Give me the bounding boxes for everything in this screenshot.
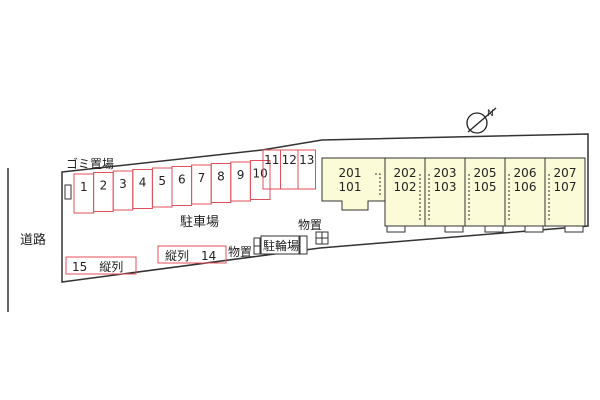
storage-label-1: 物置 bbox=[228, 245, 252, 259]
unit-202-102 bbox=[384, 157, 426, 227]
parking-space-13 bbox=[297, 149, 316, 190]
unit-207-107 bbox=[544, 157, 586, 227]
parking-space-10 bbox=[249, 160, 271, 200]
parking-space-13-label: 13 bbox=[299, 153, 314, 167]
parking-space-15-label: 15 縦列 bbox=[72, 260, 123, 274]
parking-space-2-label: 2 bbox=[100, 179, 108, 193]
unit-upper-label: 201 bbox=[339, 166, 362, 180]
unit-upper-label: 207 bbox=[554, 166, 577, 180]
unit-lower-label: 101 bbox=[339, 180, 362, 194]
parking-space-15 bbox=[65, 256, 137, 275]
bicycle-side-box bbox=[299, 235, 308, 255]
parking-space-4-label: 4 bbox=[139, 176, 147, 190]
road-label: 道路 bbox=[20, 232, 46, 248]
bicycle-parking bbox=[260, 235, 300, 255]
parking-space-5-label: 5 bbox=[158, 174, 166, 188]
parking-space-1-label: 1 bbox=[80, 180, 88, 194]
parking-label: 駐車場 bbox=[180, 215, 219, 230]
parking-space-10-label: 10 bbox=[253, 167, 268, 181]
parking-space-7-label: 7 bbox=[198, 171, 206, 185]
bicycle-label: 駐輪場 bbox=[263, 238, 299, 253]
north-arrow-icon: N bbox=[466, 107, 497, 134]
parking-space-14-label: 縦列 14 bbox=[165, 249, 216, 263]
unit-lower-label: 102 bbox=[394, 180, 417, 194]
unit-lower-label: 105 bbox=[474, 180, 497, 194]
unit-upper-label: 202 bbox=[394, 166, 417, 180]
parking-space-9-label: 9 bbox=[237, 168, 245, 182]
unit-lower-label: 103 bbox=[434, 180, 457, 194]
parking-space-12-label: 12 bbox=[282, 153, 297, 167]
unit-upper-label: 205 bbox=[474, 166, 497, 180]
unit-upper-label: 206 bbox=[514, 166, 537, 180]
parking-space-6-label: 6 bbox=[178, 173, 186, 187]
garbage-label: ゴミ置場 bbox=[66, 156, 114, 171]
parking-space-11-label: 11 bbox=[264, 153, 279, 167]
parking-space-3-label: 3 bbox=[119, 177, 127, 191]
parking-space-14 bbox=[157, 245, 227, 264]
garbage-box bbox=[64, 184, 72, 200]
unit-206-106 bbox=[504, 157, 546, 227]
parking-space-8-label: 8 bbox=[217, 170, 225, 184]
storage-label-2: 物置 bbox=[298, 218, 322, 232]
unit-upper-label: 203 bbox=[434, 166, 457, 180]
unit-lower-label: 107 bbox=[554, 180, 577, 194]
unit-lower-label: 106 bbox=[514, 180, 537, 194]
north-label: N bbox=[487, 109, 494, 119]
